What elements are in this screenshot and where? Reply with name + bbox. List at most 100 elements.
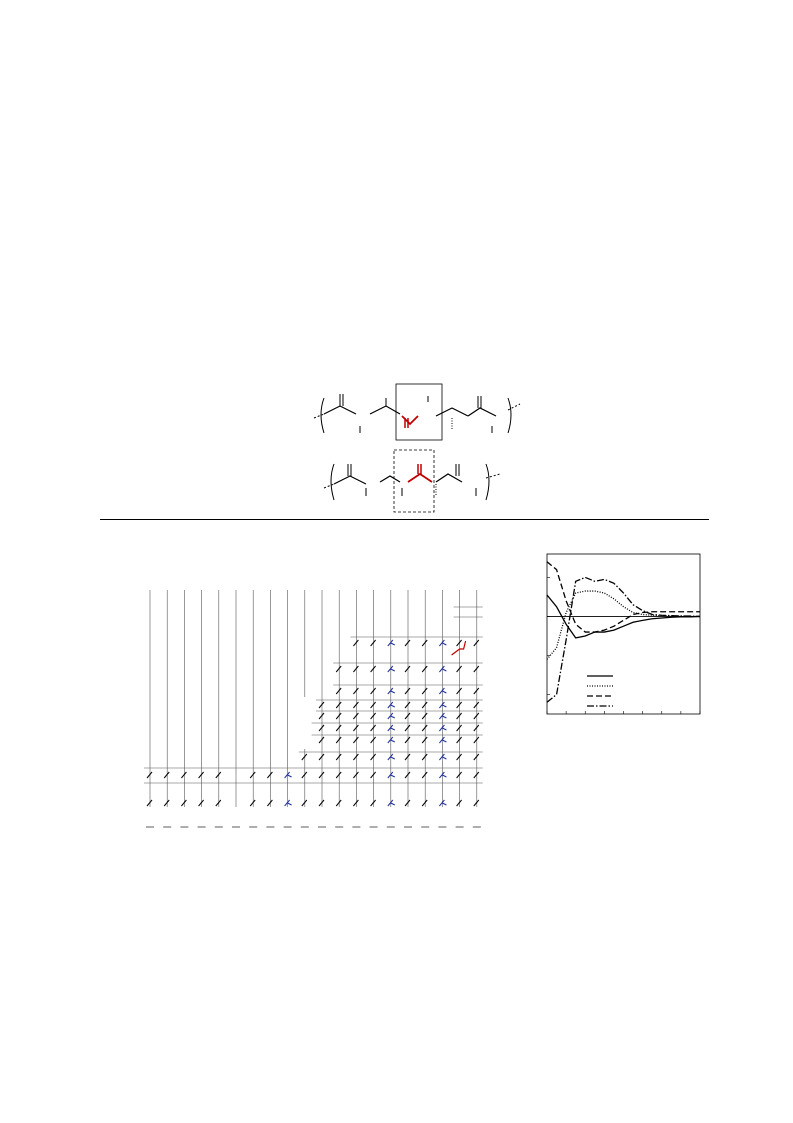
lattice-mark: [318, 753, 325, 761]
lattice-mark: [404, 639, 411, 647]
lattice-mark: [301, 799, 308, 807]
lattice-mark: [442, 727, 447, 731]
lattice-figure: [144, 590, 483, 828]
lattice-mark: [267, 771, 273, 779]
lattice-mark: [473, 665, 480, 673]
lattice-mark: [421, 665, 428, 673]
lattice-mark: [473, 736, 480, 744]
lattice-mark: [370, 712, 376, 720]
lattice-mark: [421, 712, 428, 720]
lattice-mark: [442, 715, 447, 719]
lattice-mark: [387, 712, 394, 720]
lattice-mark: [390, 642, 396, 646]
lattice-mark: [439, 701, 445, 709]
lattice-mark: [353, 687, 359, 695]
series-line: [546, 576, 701, 703]
lattice-mark: [404, 724, 411, 732]
lattice-mark: [370, 736, 376, 744]
lattice-mark: [353, 771, 359, 779]
lattice-mark: [473, 799, 480, 807]
lattice-mark: [335, 799, 342, 807]
section-divider-rule: [100, 519, 709, 520]
lattice-mark: [215, 799, 222, 807]
structure-top: [313, 383, 521, 441]
lattice-mark: [353, 724, 359, 732]
lattice-mark: [353, 799, 359, 807]
lattice-mark: [421, 701, 428, 709]
lattice-mark: [439, 736, 445, 744]
lattice-mark: [301, 753, 308, 761]
lattice-mark: [181, 799, 187, 807]
lattice-mark: [318, 712, 325, 720]
lattice-mark: [456, 724, 462, 732]
lattice-mark: [473, 753, 480, 761]
lattice-mark: [181, 771, 187, 779]
lattice-mark: [390, 668, 396, 672]
lattice-mark: [442, 756, 447, 760]
lattice-mark: [442, 802, 447, 806]
lattice-mark: [215, 771, 222, 779]
lattice-mark: [318, 736, 325, 744]
lattice-mark: [439, 687, 445, 695]
lattice-mark: [473, 724, 480, 732]
lattice-mark: [390, 715, 396, 719]
lattice-mark: [335, 701, 342, 709]
lattice-mark: [301, 771, 308, 779]
lattice-mark: [335, 771, 342, 779]
series-line: [546, 594, 701, 639]
lattice-mark: [439, 712, 445, 720]
lattice-mark: [473, 639, 480, 647]
lattice-mark: [442, 690, 447, 694]
lattice-mark: [387, 724, 394, 732]
lattice-mark: [249, 799, 256, 807]
lattice-mark: [370, 665, 376, 673]
lattice-mark: [353, 712, 359, 720]
lattice-mark: [370, 799, 376, 807]
lattice-mark: [387, 753, 394, 761]
lattice-mark: [421, 771, 428, 779]
line-chart: [546, 553, 701, 715]
lattice-mark: [439, 753, 445, 761]
lattice-mark: [456, 712, 462, 720]
lattice-mark: [387, 665, 394, 673]
series-line: [546, 590, 700, 660]
lattice-mark: [318, 724, 325, 732]
lattice-mark: [353, 701, 359, 709]
lattice-mark: [456, 799, 462, 807]
lattice-mark: [335, 724, 342, 732]
lattice-mark: [456, 753, 462, 761]
lattice-mark: [421, 736, 428, 744]
lattice-mark: [390, 690, 396, 694]
lattice-mark: [163, 771, 170, 779]
lattice-mark: [421, 799, 428, 807]
lattice-mark: [473, 701, 480, 709]
lattice-mark: [287, 774, 292, 778]
lattice-mark: [284, 799, 290, 807]
lattice-mark: [267, 799, 273, 807]
lattice-mark: [456, 665, 462, 673]
series-line: [546, 561, 700, 633]
lattice-mark: [442, 642, 447, 646]
lattice-mark: [404, 799, 411, 807]
lattice-mark: [387, 771, 394, 779]
lattice-mark: [370, 639, 376, 647]
lattice-mark: [439, 665, 445, 673]
lattice-mark: [387, 799, 394, 807]
lattice-mark: [353, 753, 359, 761]
lattice-mark: [421, 639, 428, 647]
lattice-mark: [404, 771, 411, 779]
lattice-mark: [421, 753, 428, 761]
lattice-mark: [439, 639, 445, 647]
lattice-mark: [473, 712, 480, 720]
lattice-mark: [439, 724, 445, 732]
lattice-mark: [404, 687, 411, 695]
lattice-mark: [442, 739, 447, 743]
lattice-mark: [442, 774, 447, 778]
lattice-mark: [456, 639, 462, 647]
lattice-mark: [390, 774, 396, 778]
lattice-gap: [291, 697, 312, 749]
lattice-mark: [318, 701, 325, 709]
lattice-mark: [146, 771, 153, 779]
lattice-mark: [404, 701, 411, 709]
lattice-mark: [335, 665, 342, 673]
